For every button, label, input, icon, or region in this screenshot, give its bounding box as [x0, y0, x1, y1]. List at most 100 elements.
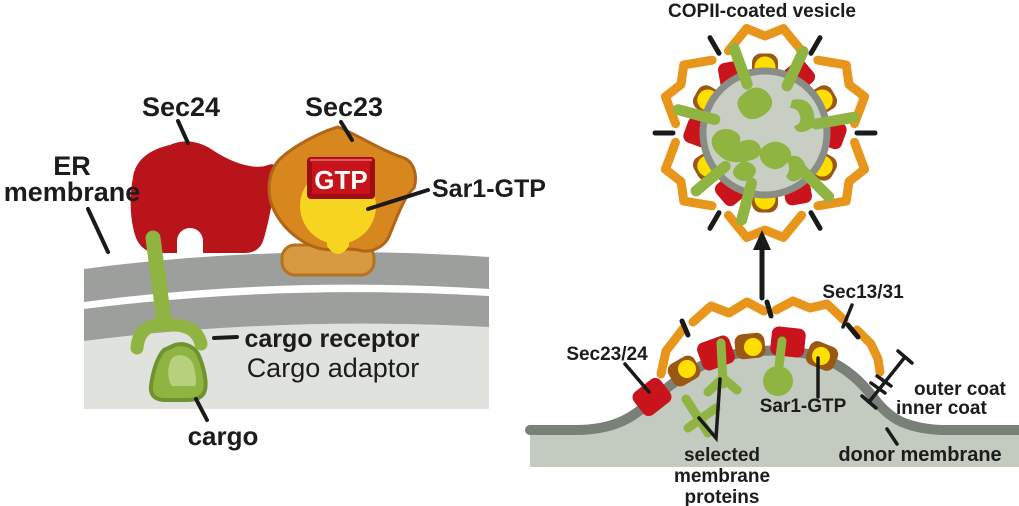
coat-petal — [660, 137, 717, 211]
sec13-31-leader — [841, 303, 854, 329]
bracket-tick — [860, 394, 878, 410]
coat-red-subunit — [632, 377, 672, 417]
sec23-24-leader — [623, 362, 651, 394]
vesicle-protein-spikes — [672, 42, 860, 226]
sec23-24-label: Sec23/24 — [566, 344, 648, 365]
selected-proteins-leader — [697, 377, 722, 443]
coat-petal — [660, 55, 717, 129]
cargo-receptor-stem — [145, 230, 172, 328]
arrow-head — [753, 230, 771, 250]
donor-membrane-label: donor membrane — [838, 444, 1001, 466]
sec23-label: Sec23 — [305, 92, 383, 122]
sec24-shape — [130, 141, 278, 253]
coat-tick — [845, 322, 861, 340]
coat-petal — [813, 55, 870, 129]
sar1-gtp-label: Sar1-GTP — [432, 175, 546, 203]
cargo-blob — [790, 99, 815, 133]
sar1-ball-small — [812, 347, 830, 365]
sar1-ball-small — [744, 338, 762, 356]
bracket-tick — [869, 381, 887, 395]
sar1-gtp-right-label: Sar1-GTP — [760, 396, 847, 417]
cargo-receptor-arm-right — [161, 318, 208, 351]
protein-spike — [690, 160, 731, 197]
sec23-leader — [339, 120, 354, 142]
membrane-protein — [683, 403, 721, 433]
cargo-shape — [148, 342, 208, 402]
gtp-box-face — [312, 162, 370, 194]
bracket-tick — [875, 374, 893, 388]
cargo-adaptor-label: Cargo adaptor — [247, 353, 420, 383]
sar1-green-ball — [763, 366, 793, 396]
coat-bracket — [860, 349, 914, 410]
donor-membrane-leader — [885, 427, 899, 446]
copii-vesicle — [652, 24, 878, 301]
coat-tick — [707, 210, 722, 231]
cargo-receptor-label: cargo receptor — [244, 325, 419, 353]
coat-tick — [679, 318, 691, 338]
protein-spike — [672, 104, 721, 125]
er-membrane-label-line2: membrane — [4, 177, 141, 207]
sar1-ball-drip — [327, 238, 349, 254]
coat-arc — [852, 325, 885, 377]
cargo-blob — [786, 155, 806, 182]
cargo-receptor-arm-left — [130, 318, 169, 355]
cargo-receptor-shape — [130, 230, 208, 355]
membrane-protein — [774, 336, 787, 371]
coat-arc — [688, 297, 769, 327]
cargo-blob — [711, 129, 761, 163]
selected-proteins-label-line3: proteins — [685, 487, 760, 506]
cargo-blob — [733, 161, 756, 181]
sar1-ball-small — [678, 360, 696, 378]
right-labels: COPII-coated vesicle Sec23/24 Sec13/31 S… — [566, 1, 1006, 506]
coat-petal — [813, 137, 870, 211]
cargo-leader — [194, 397, 209, 422]
sec24-leader — [176, 119, 190, 145]
coat-petal — [723, 210, 807, 242]
protein-spike — [728, 42, 753, 90]
left-labels: Sec24 Sec23 ER membrane Sar1-GTP cargo r… — [4, 92, 546, 451]
bracket-tick — [896, 349, 914, 365]
coat-tick — [764, 299, 774, 319]
cargo-blob — [737, 87, 773, 120]
coat-tick — [808, 35, 823, 56]
sar1-gtp-leader — [366, 188, 430, 211]
inner-coat-label: inner coat — [896, 398, 987, 419]
vesicle-outer-coat — [660, 24, 870, 242]
vesicle-coat-ticks — [652, 35, 878, 231]
protein-spike — [781, 46, 809, 92]
sec24-label: Sec24 — [142, 92, 220, 122]
vesicle-title: COPII-coated vesicle — [668, 1, 856, 22]
coat-arc — [656, 324, 688, 379]
bracket-axis — [867, 355, 907, 404]
right-leader-lines — [623, 303, 899, 446]
donor-membrane-fill — [530, 350, 1019, 467]
cargo-label: cargo — [188, 421, 259, 451]
cargo-body-highlight — [168, 355, 197, 386]
er-membrane-band-outer — [84, 252, 489, 302]
left-panel: GTP Sec24 Sec23 ER membrane Sar1-GT — [4, 92, 546, 451]
selected-proteins-label-line1: selected — [684, 445, 760, 466]
bud-coat-ticks — [679, 299, 861, 340]
coat-arc — [771, 296, 849, 325]
protein-spike — [796, 164, 835, 203]
protein-spike — [810, 111, 860, 130]
gtp-box: GTP — [307, 157, 375, 199]
er-membrane-label-line1: ER — [53, 151, 91, 181]
coat-tick — [707, 35, 722, 56]
cargo-blob — [759, 141, 792, 170]
budding-arrow — [753, 230, 771, 301]
left-leader-lines — [86, 119, 430, 422]
coat-red-subunit — [770, 326, 806, 358]
coat-petal — [723, 24, 807, 56]
er-membrane-leader — [86, 207, 110, 254]
outer-coat-label: outer coat — [914, 379, 1007, 400]
cargo-receptor-leader — [212, 335, 239, 340]
membrane-protein — [681, 394, 713, 438]
donor-membrane-bud: COPII-coated vesicle Sec23/24 Sec13/31 S… — [525, 1, 1019, 506]
protein-spike — [736, 177, 757, 226]
gtp-label: GTP — [314, 165, 367, 195]
vesicle-cargo-blobs — [711, 87, 815, 182]
bud-outer-coat — [656, 296, 885, 379]
